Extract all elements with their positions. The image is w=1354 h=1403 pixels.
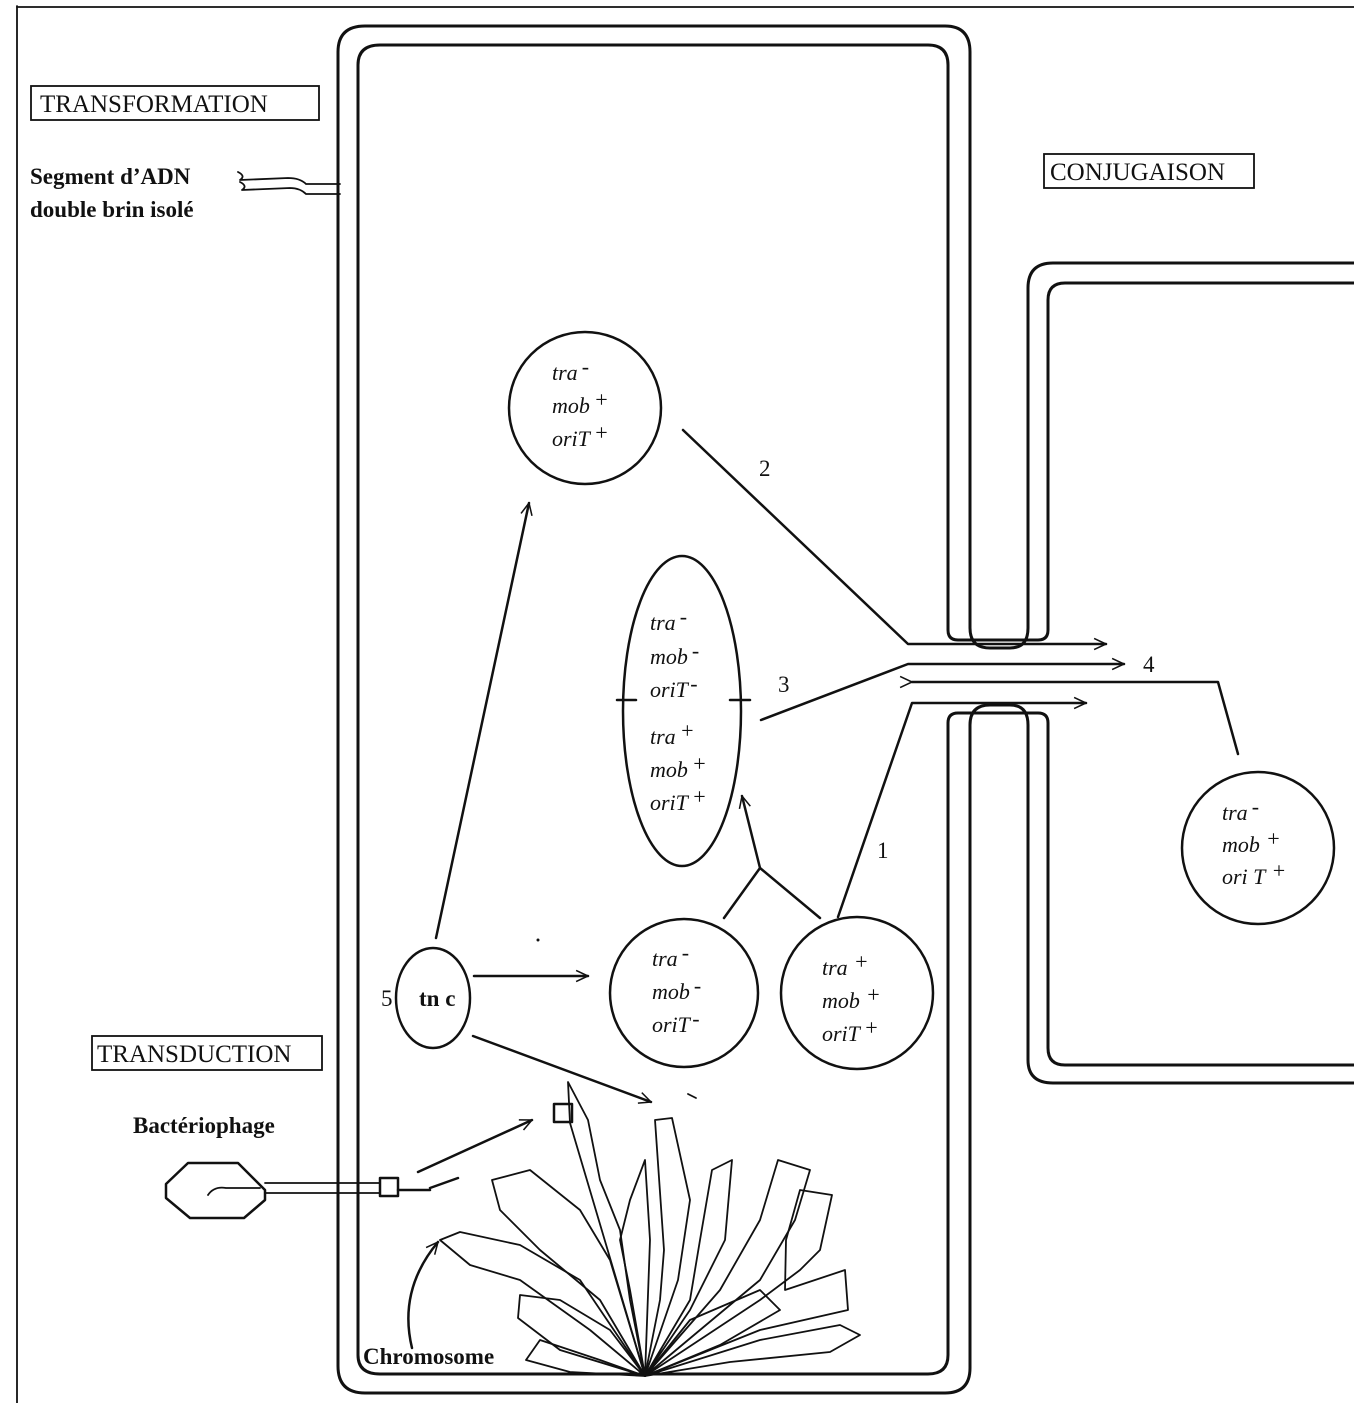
cointegrate-upper-tra: tra- <box>650 604 687 635</box>
arrow-fusion-to-cointegrate <box>742 796 760 868</box>
recipient-orit: ori T+ <box>1222 858 1286 889</box>
transduction-label: TRANSDUCTION <box>97 1041 291 1068</box>
step-number-5: 5 <box>381 986 393 1011</box>
recipient-plasmid-genes: tra- mob+ ori T+ <box>1222 794 1286 889</box>
bacteriophage-label: Bactériophage <box>133 1113 275 1138</box>
plasmid-mid-genes: tra- mob- oriT- <box>652 940 701 1037</box>
plasmid-mid-mob: mob- <box>652 973 701 1004</box>
step-number-3: 3 <box>778 672 790 697</box>
transfer-path-3 <box>761 664 1124 720</box>
step-number-2: 2 <box>759 456 771 481</box>
retro-transfer-path-4 <box>912 682 1238 754</box>
step-number-4: 4 <box>1143 652 1155 677</box>
recipient-mob: mob+ <box>1222 826 1281 857</box>
arrow-chromosome-label <box>408 1242 438 1348</box>
plasmid-mid-tra: tra- <box>652 940 689 971</box>
transduction-label-box: TRANSDUCTION <box>92 1036 322 1070</box>
cointegrate-upper-orit: oriT- <box>650 671 698 702</box>
plasmid-top-tra: tra- <box>552 354 589 385</box>
plasmid-top-genes: tra- mob+ oriT+ <box>552 354 609 451</box>
stray-mark-2 <box>688 1094 696 1098</box>
plasmid-right-mob: mob+ <box>822 982 881 1013</box>
dna-segment-label-line1: Segment d’ADN <box>30 164 191 189</box>
conjugaison-label: CONJUGAISON <box>1050 159 1225 186</box>
arrow-tn-to-top-plasmid <box>436 503 529 938</box>
transposon-label: tn c <box>419 986 455 1011</box>
cointegrate-ellipse <box>623 556 741 866</box>
transformation-label: TRANSFORMATION <box>40 91 268 118</box>
step-number-1: 1 <box>877 838 889 863</box>
plasmid-mid-orit: oriT- <box>652 1006 700 1037</box>
plasmid-right-orit: oriT+ <box>822 1015 879 1046</box>
cointegrate-lower-genes: tra+ mob+ oriT+ <box>650 718 707 815</box>
conjugaison-label-box: CONJUGAISON <box>1044 154 1254 188</box>
dna-segment-icon <box>238 172 340 194</box>
cointegrate-upper-mob: mob- <box>650 638 699 669</box>
plasmid-top-mob: mob+ <box>552 387 609 418</box>
transfer-path-2 <box>683 430 1106 644</box>
arrow-phage-dna-to-chromosome <box>418 1120 532 1172</box>
chromosome-drawing <box>440 1082 860 1376</box>
bacteriophage-icon <box>166 1163 458 1218</box>
cointegrate-lower-orit: oriT+ <box>650 784 707 815</box>
donor-cell <box>338 26 1354 1393</box>
recipient-tra: tra- <box>1222 794 1259 825</box>
cointegrate-lower-mob: mob+ <box>650 751 707 782</box>
plasmid-top-orit: oriT+ <box>552 420 609 451</box>
stray-dot-1 <box>537 939 540 942</box>
arrow-tn-to-chromosome <box>473 1036 651 1102</box>
chromosome-label: Chromosome <box>363 1344 494 1369</box>
plasmid-right-genes: tra+ mob+ oriT+ <box>822 949 881 1046</box>
dna-segment-label-line2: double brin isolé <box>30 197 194 222</box>
transformation-label-box: TRANSFORMATION <box>31 86 319 120</box>
cointegrate-upper-genes: tra- mob- oriT- <box>650 604 699 702</box>
fusion-connector <box>724 868 820 918</box>
plasmid-right-tra: tra+ <box>822 949 869 980</box>
cointegrate-lower-tra: tra+ <box>650 718 695 749</box>
